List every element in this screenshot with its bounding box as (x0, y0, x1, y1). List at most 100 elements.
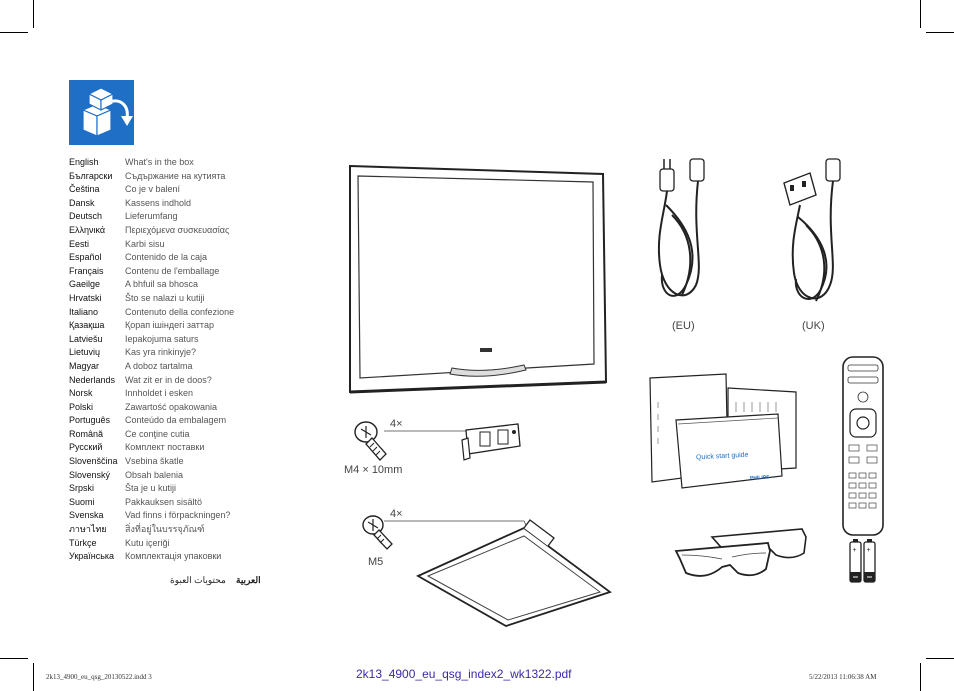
language-translation: Conteúdo da embalagem (125, 415, 227, 426)
language-name: Português (69, 415, 111, 426)
wall-bracket-illustration (461, 423, 521, 461)
language-translation: Lieferumfang (125, 211, 178, 222)
language-translation: Περιεχόμενα συσκευασίας (125, 224, 230, 235)
crop-mark (926, 32, 954, 33)
language-row: Svenska Vad finns i förpackningen? (69, 509, 234, 523)
booklet-brand: PHILIPS (749, 474, 770, 482)
language-name: Hrvatski (69, 292, 102, 303)
language-row: Português Conteúdo da embalagem (69, 414, 234, 428)
leader-line (384, 430, 468, 432)
footer-pdf-name: 2k13_4900_eu_qsg_index2_wk1322.pdf (356, 667, 572, 681)
language-row: Deutsch Lieferumfang (69, 210, 234, 224)
language-name: Français (69, 265, 104, 276)
language-row: Ελληνικά Περιεχόμενα συσκευασίας (69, 224, 234, 238)
m5-screw-quantity: 4× (390, 508, 403, 520)
language-name: Nederlands (69, 374, 116, 385)
language-translation: Ce conţine cutia (125, 428, 190, 439)
language-translation: Kassens indhold (125, 197, 192, 208)
svg-text:+: + (867, 547, 871, 554)
language-name: Deutsch (69, 211, 103, 222)
arabic-language: العربية (236, 575, 261, 585)
m4-screw-size: M4 × 10mm (344, 464, 403, 476)
language-name: Қазақша (69, 320, 105, 331)
language-name: English (69, 157, 99, 167)
language-row: Қазақша Қорап ішіндегі заттар (69, 319, 234, 333)
m5-screw-illustration (362, 515, 393, 550)
uk-plug-label: (UK) (802, 320, 825, 332)
language-row: Slovenščina Vsebina škatle (69, 455, 234, 469)
svg-text:+: + (853, 547, 857, 554)
language-translation: Karbi sisu (125, 238, 165, 249)
batteries-illustration: + + (849, 539, 876, 583)
language-name: Español (69, 252, 102, 263)
language-name: Suomi (69, 496, 95, 507)
language-row: Français Contenu de l'emballage (69, 265, 234, 279)
language-translation: Co je v balení (125, 184, 181, 195)
language-row: ภาษาไทย สิ่งที่อยู่ในบรรจุภัณฑ์ (69, 523, 234, 537)
language-translation: Obsah balenia (125, 469, 184, 480)
language-row: Latviešu Iepakojuma saturs (69, 333, 234, 347)
language-row: Slovenský Obsah balenia (69, 469, 234, 483)
language-name: Slovenský (69, 469, 111, 480)
language-name: Türkçe (69, 537, 97, 548)
language-name: Polski (69, 401, 94, 412)
m4-screw-quantity: 4× (390, 418, 403, 430)
language-row: Hrvatski Što se nalazi u kutiji (69, 292, 234, 306)
language-translation: Iepakojuma saturs (125, 333, 199, 344)
language-translation: Zawartość opakowania (125, 401, 218, 412)
language-translation: Šta je u kutiji (125, 483, 177, 494)
crop-mark (33, 663, 34, 691)
language-translation: สิ่งที่อยู่ในบรรจุภัณฑ์ (125, 524, 205, 535)
language-translation: Što se nalazi u kutiji (125, 292, 205, 303)
language-translation: Wat zit er in de doos? (125, 374, 212, 385)
uk-power-cord-illustration (783, 158, 841, 302)
language-translation: Pakkauksen sisältö (125, 496, 203, 507)
language-name: Eesti (69, 238, 90, 249)
language-translation: Комплектація упаковки (125, 551, 222, 562)
m4-screw-illustration (354, 421, 387, 461)
crop-mark (920, 0, 921, 28)
language-name: Italiano (69, 306, 99, 317)
tv-stand-illustration (416, 519, 612, 627)
documentation-illustration (649, 373, 797, 489)
language-translation: What's in the box (125, 157, 194, 167)
eu-power-cord-illustration (657, 158, 705, 297)
language-translation: Vad finns i förpackningen? (125, 510, 231, 521)
language-name: Svenska (69, 510, 104, 521)
3d-glasses-illustration (674, 528, 807, 577)
language-translation: Contenido de la caja (125, 252, 208, 263)
language-name: Русский (69, 442, 103, 453)
language-name: Slovenščina (69, 456, 118, 467)
language-translation: Innholdet i esken (125, 388, 194, 399)
language-name: ภาษาไทย (69, 524, 107, 535)
arabic-translation: محتويات العبوة (170, 575, 226, 585)
crop-mark (926, 658, 954, 659)
crop-mark (0, 32, 28, 33)
tv-illustration (349, 164, 608, 394)
language-translation: Contenu de l'emballage (125, 265, 220, 276)
language-row: Suomi Pakkauksen sisältö (69, 496, 234, 510)
crop-mark (0, 658, 28, 659)
language-name: Lietuvių (69, 347, 101, 358)
language-name: Ελληνικά (69, 224, 106, 235)
language-translation: Vsebina škatle (125, 456, 184, 467)
footer-timestamp: 5/22/2013 11:06:38 AM (809, 673, 877, 681)
language-row: English What's in the box (69, 156, 234, 170)
crop-mark (33, 0, 34, 28)
language-name: Čeština (69, 184, 100, 195)
language-name: Latviešu (69, 333, 103, 344)
language-row: Nederlands Wat zit er in de doos? (69, 374, 234, 388)
language-row: Eesti Karbi sisu (69, 238, 234, 252)
language-translation: A bhfuil sa bhosca (125, 279, 199, 290)
language-translation: Қорап ішіндегі заттар (125, 320, 214, 331)
language-name: Dansk (69, 197, 95, 208)
